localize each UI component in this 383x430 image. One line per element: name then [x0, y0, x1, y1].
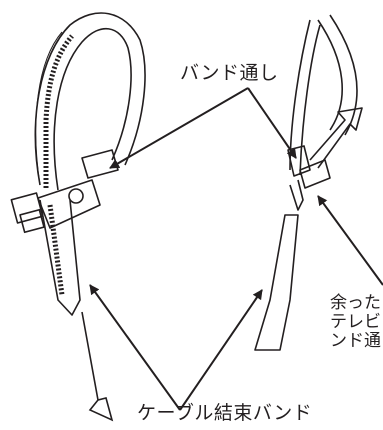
left-tie-screw	[68, 188, 84, 204]
right-tie-loop-inner	[317, 19, 343, 131]
left-tie-lock-head	[10, 192, 44, 224]
left-tie-clip	[37, 179, 101, 229]
left-cable-tie	[10, 12, 146, 316]
leader-side-note	[317, 195, 383, 286]
left-tie-lock-base	[19, 208, 45, 234]
leader-cable-tie-left	[89, 284, 181, 411]
right-tie-loop-outer	[329, 14, 358, 136]
left-tie-loop-inner	[53, 27, 132, 191]
band-pass-label: バンド通し	[180, 62, 279, 84]
leader-band-pass-left	[109, 87, 249, 169]
leader-band-pass-right	[247, 87, 297, 159]
left-tie-loop-outer	[34, 12, 146, 186]
left-tie-teeth-edge	[35, 31, 63, 186]
side-note-line-3: ンド通	[330, 331, 381, 351]
cable-tie-label: ケーブル結束バンド	[137, 402, 313, 424]
right-cable-upper-2	[299, 24, 321, 176]
side-note-line-2: テレビ	[330, 312, 381, 332]
pull-down-arrow	[81, 311, 114, 422]
right-strap-arrow	[309, 107, 363, 169]
right-band-pass	[287, 145, 311, 177]
leader-lines	[89, 87, 383, 411]
right-cable-lower	[254, 214, 299, 351]
left-tie-teeth	[43, 34, 74, 188]
left-band-pass	[81, 149, 119, 179]
leader-cable-tie-right	[179, 289, 263, 411]
side-note: 余った テレビ ンド通	[330, 294, 381, 351]
right-cable-tip	[289, 179, 304, 211]
right-clip	[299, 159, 331, 189]
left-tie-tail	[39, 199, 81, 316]
side-note-line-1: 余った	[330, 293, 381, 313]
left-tie-tail-teeth	[47, 204, 65, 296]
